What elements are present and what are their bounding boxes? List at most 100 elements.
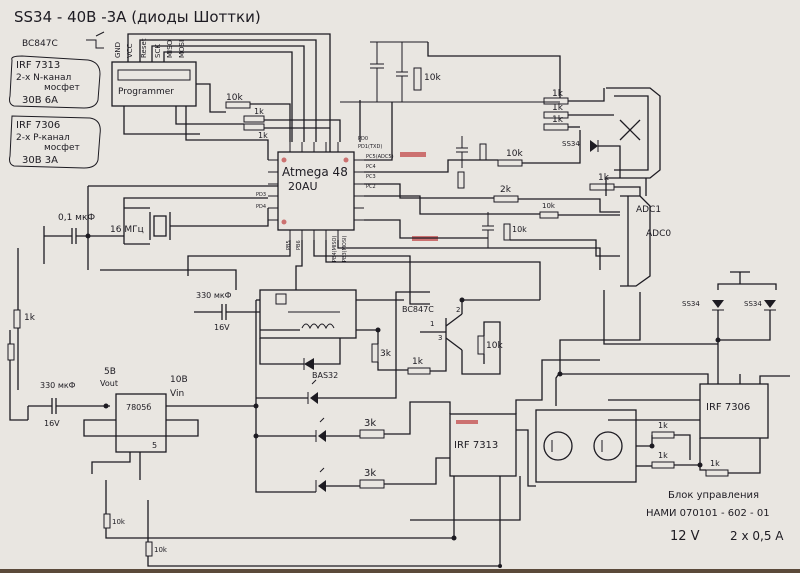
crystal-label: 16 МГц — [110, 225, 144, 235]
note-irf7313-line4: 30В 6А — [22, 95, 58, 106]
resistor-10k-small-label: 10k — [542, 202, 556, 210]
programmer-header: GND VCC Reset SCK MISO MOSI Programmer — [111, 38, 197, 107]
resistor-1k-right-3 — [705, 469, 729, 477]
resistor-1k-top-b — [243, 123, 265, 131]
adc1-label: ADC1 — [636, 205, 661, 215]
note-irf7306-bubble — [9, 115, 101, 169]
note-irf7306-line1: IRF 7306 — [16, 120, 60, 131]
transistor-top-left-symbol — [86, 31, 105, 49]
footer-line2: НАМИ 070101 - 602 - 01 — [646, 508, 770, 519]
mosfet-irf7313-label: IRF 7313 — [454, 440, 498, 451]
capacitor-mid-upper — [456, 136, 468, 168]
mosfet-irf7306 — [699, 383, 769, 439]
resistor-mid-upper-a — [479, 143, 487, 161]
resistor-1k-mid — [589, 183, 615, 191]
diode-ss34-right-label: SS34 — [744, 300, 762, 308]
diode-ss34-top-label: SS34 — [562, 140, 580, 148]
regulator-out-label: Vout — [100, 379, 118, 388]
mcu-pin-pc3: PC3 — [366, 174, 376, 180]
capacitor-330uf-left-label: 330 мкФ — [40, 381, 76, 390]
resistor-1k-mid-label: 1k — [598, 173, 610, 183]
capacitor-330uf-left-v: 16V — [44, 419, 60, 428]
resistor-3k-led2-label: 3k — [364, 468, 376, 479]
capacitor-left-0p1 — [43, 226, 100, 246]
capacitor-top-group — [340, 41, 560, 103]
mcu-pin-pb5: PB5 — [286, 240, 292, 250]
relay-block — [259, 289, 357, 339]
resistor-10k-mid — [497, 159, 523, 167]
mcu-suffix: 20AU — [288, 180, 318, 193]
diode-ss34-right — [764, 300, 776, 311]
resistor-3k-led1 — [359, 429, 385, 439]
resistor-10k-top-right — [413, 67, 422, 91]
crystal-16mhz — [123, 207, 171, 245]
note-irf7306-line2: 2-x P-канал — [16, 133, 70, 143]
transistor-pin-1: 1 — [430, 320, 434, 328]
resistor-10k-small — [539, 211, 559, 219]
resistor-10k-q-label: 10k — [486, 341, 503, 351]
resistor-3k-led1-label: 3k — [364, 418, 376, 429]
resistor-10k-top-label: 10k — [226, 93, 243, 103]
resistor-1k-right-3-label: 1k — [710, 459, 720, 468]
note-irf7306-line3: мосфет — [44, 143, 80, 153]
resistor-10k-q — [477, 335, 485, 355]
adc-connector — [620, 195, 651, 287]
transistor-bc847c — [420, 313, 463, 351]
regulator-pin-5: 5 — [152, 441, 157, 450]
transistor-pair-block — [535, 409, 637, 483]
mosfet-irf7313 — [449, 413, 517, 477]
diode-ss34-left — [712, 300, 724, 311]
resistor-1k-right-a-label: 1k — [552, 89, 564, 99]
regulator-name: 7805б — [126, 403, 151, 412]
resistor-10k-bottom-1 — [103, 513, 111, 529]
diode-bas32-label: BAS32 — [312, 371, 338, 380]
title-text: SS34 - 40B -3A (диоды Шоттки) — [14, 8, 261, 26]
resistor-10k-bottom-2-label: 10k — [154, 546, 168, 554]
resistor-1k-q-label: 1k — [412, 357, 424, 367]
mcu-atmega48: Atmega 48 20AU — [268, 142, 364, 240]
footer-line1: Блок управления — [668, 490, 759, 501]
header-pin-gnd: GND — [114, 42, 122, 58]
capacitor-330uf-top-v: 16V — [214, 323, 230, 332]
mcu-pin-pb6: PB6 — [296, 240, 302, 250]
note-irf7313-line3: мосфет — [44, 83, 80, 93]
resistor-1k-q — [407, 367, 431, 375]
resistor-1k-right-b-label: 1k — [552, 103, 564, 113]
resistor-10k-top — [225, 101, 251, 109]
diode-ss34-top — [590, 140, 599, 152]
resistor-1k-right-2-label: 1k — [658, 451, 668, 460]
resistor-1k-right-c-label: 1k — [552, 115, 564, 125]
resistor-3k-relay — [371, 343, 379, 363]
capacitor-330uf-top-label: 330 мкФ — [196, 291, 232, 300]
mcu-pin-pb4: PB4(MISO) — [332, 236, 338, 262]
mcu-pin-pc5: PC5(ADC5) — [366, 154, 394, 160]
mcu-name: Atmega 48 — [282, 165, 348, 179]
note-irf7313-line2: 2-x N-канал — [16, 73, 71, 83]
footer-current: 2 x 0,5 A — [730, 529, 784, 543]
mcu-pin-pd4: PD4 — [256, 204, 266, 210]
transistor-bc847c-label: BC847C — [402, 305, 434, 314]
regulator-7805 — [115, 393, 167, 453]
resistor-10k-top-right-label: 10k — [424, 73, 441, 83]
mosfet-irf7306-label: IRF 7306 — [706, 402, 750, 413]
scribble-mark-1 — [400, 152, 426, 157]
mcu-pin-pb3: PB3(MOSI) — [342, 236, 348, 262]
mcu-pin-pc2: PC2 — [366, 184, 376, 190]
resistor-left-small — [7, 343, 15, 361]
resistor-2k-label: 2k — [500, 185, 512, 195]
resistor-10k-cap-label: 10k — [512, 225, 527, 234]
led-2 — [315, 417, 326, 442]
transistor-pin-2: 2 — [456, 306, 460, 314]
note-irf7313-line1: IRF 7313 — [16, 60, 60, 71]
resistor-1k-right-1 — [651, 431, 675, 439]
diode-bas32 — [303, 358, 314, 370]
header-pin-miso: MISO — [166, 39, 174, 58]
led-1 — [307, 379, 318, 404]
resistor-2k — [493, 195, 519, 203]
diode-ss34-left-label: SS34 — [682, 300, 700, 308]
regulator-out-voltage: 5В — [104, 367, 116, 377]
mcu-pin-pd3: PD3 — [256, 192, 266, 198]
header-pin-vcc: VCC — [126, 43, 134, 58]
